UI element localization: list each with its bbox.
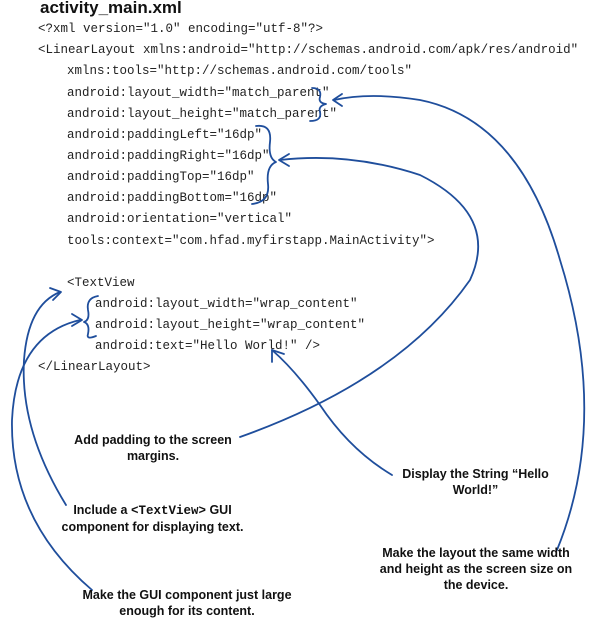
arrowhead-hello-world (271, 349, 285, 363)
file-title: activity_main.xml (40, 0, 182, 17)
arrowhead-textview (49, 287, 62, 301)
note-wrap-content: Make the GUI component just large enough… (82, 588, 292, 618)
arrow-hello-world (271, 349, 393, 476)
note-textview-pre: Include a (73, 503, 131, 517)
code-line-layout-width: android:layout_width="match_parent" (67, 86, 330, 100)
code-line-padding-right: android:paddingRight="16dp" (67, 149, 270, 163)
arrowhead-wrap-content (71, 313, 83, 327)
arrowhead-match-parent (332, 93, 343, 107)
code-line-tools-context: tools:context="com.hfad.myfirstapp.MainA… (67, 234, 435, 248)
code-line-padding-bottom: android:paddingBottom="16dp" (67, 191, 278, 205)
code-line-layout-height: android:layout_height="match_parent" (67, 107, 338, 121)
code-line-orientation: android:orientation="vertical" (67, 212, 293, 226)
note-textview-post: GUI component for displaying text. (61, 503, 244, 534)
arrowhead-padding (278, 153, 290, 167)
code-line-xmlns-tools: xmlns:tools="http://schemas.android.com/… (67, 64, 413, 78)
brace-wrap-content (83, 295, 99, 339)
note-hello-world: Display the String “Hello World!” (402, 467, 549, 497)
code-line-linearlayout-open: <LinearLayout xmlns:android="http://sche… (38, 43, 579, 57)
code-line-padding-left: android:paddingLeft="16dp" (67, 128, 263, 142)
brace-padding (251, 124, 277, 205)
code-line-textview-height: android:layout_height="wrap_content" (95, 318, 366, 332)
brace-match-parent (309, 87, 327, 122)
note-padding: Add padding to the screen margins. (74, 433, 232, 463)
code-line-xml-declaration: <?xml version="1.0" encoding="utf-8"?> (38, 22, 324, 36)
code-line-padding-top: android:paddingTop="16dp" (67, 170, 255, 184)
note-textview: Include a <TextView> GUI component for d… (60, 502, 245, 535)
arrow-textview (22, 291, 67, 506)
arrow-match-parent (333, 95, 586, 551)
code-line-textview-text: android:text="Hello World!" /> (95, 339, 321, 353)
xml-code-block: <?xml version="1.0" encoding="utf-8"?> <… (0, 0, 578, 374)
note-textview-tag: <TextView> (130, 504, 206, 518)
code-line-textview-width: android:layout_width="wrap_content" (95, 297, 358, 311)
note-match-parent: Make the layout the same width and heigh… (379, 546, 573, 592)
arrow-padding (239, 157, 479, 438)
code-line-linearlayout-close: </LinearLayout> (38, 360, 151, 374)
code-line-textview-open: <TextView (67, 276, 135, 290)
arrow-wrap-content (11, 319, 93, 591)
